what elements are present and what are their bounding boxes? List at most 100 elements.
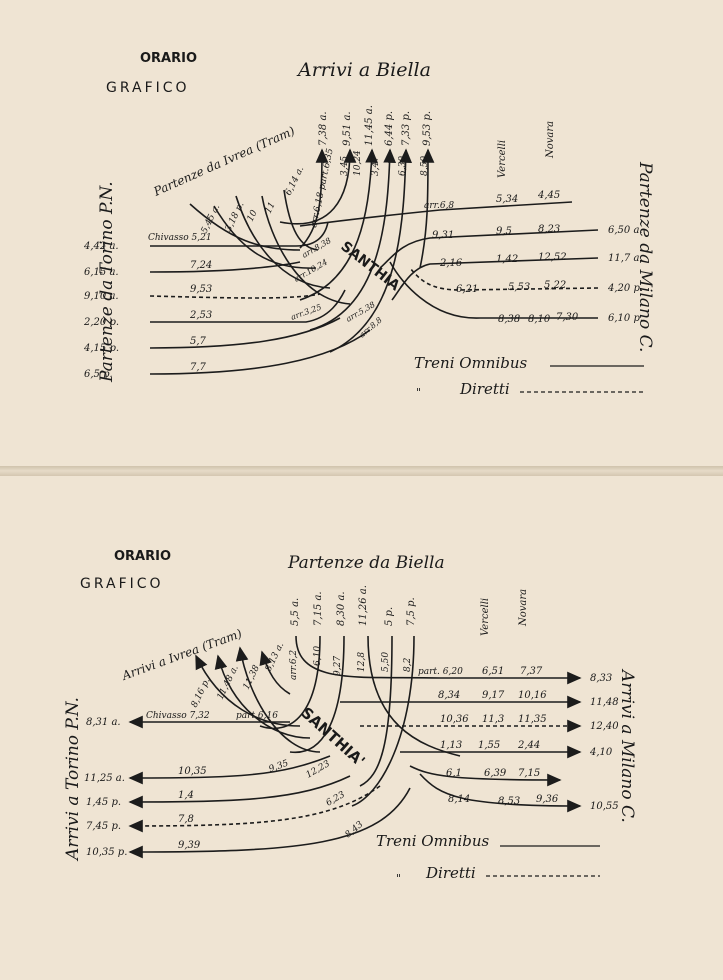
svg-text:8,33: 8,33 — [590, 673, 612, 684]
svg-text:5,7: 5,7 — [190, 336, 207, 347]
svg-text:arr.6,18 part.6,35: arr.6,18 part.6,35 — [309, 147, 336, 228]
svg-text:4,10: 4,10 — [589, 747, 613, 758]
biella-arrival-lines — [279, 148, 435, 353]
svg-text:10,55: 10,55 — [590, 801, 619, 812]
svg-text:7,37: 7,37 — [520, 666, 543, 677]
svg-text:4,45: 4,45 — [537, 190, 560, 201]
svg-text:8,34: 8,34 — [438, 690, 460, 701]
svg-text:11,25 a.: 11,25 a. — [84, 773, 125, 784]
svg-text:6,23: 6,23 — [325, 790, 348, 809]
label-vercelli: Vercelli — [480, 598, 491, 636]
svg-text:12,23: 12,23 — [305, 759, 333, 781]
svg-text:2,53: 2,53 — [189, 310, 212, 321]
station-santhia: SANTHIA' — [297, 704, 368, 771]
svg-text:6,1: 6,1 — [446, 768, 462, 779]
svg-text:8,23: 8,23 — [538, 224, 560, 235]
svg-text:8,43: 8,43 — [344, 820, 366, 841]
svg-text:9,53: 9,53 — [190, 284, 212, 295]
heading-partenze-ivrea: Partenze da Ivrea (Tram) — [151, 124, 298, 200]
svg-text:9,27: 9,27 — [333, 656, 343, 676]
ivrea-tram-lines — [189, 189, 351, 305]
svg-text:1,55: 1,55 — [478, 740, 500, 751]
label-novara: Novara — [518, 589, 529, 627]
svg-text:9,17: 9,17 — [482, 690, 505, 701]
svg-text:10,35: 10,35 — [178, 766, 207, 777]
svg-text:1,45 p.: 1,45 p. — [86, 797, 121, 808]
svg-text:10,24: 10,24 — [353, 150, 363, 176]
svg-text:2,16: 2,16 — [439, 258, 463, 269]
biella-arrival-times: 7,38 a. 9,51 a. 11,45 a. 6,44 p. 7,33 p.… — [309, 105, 433, 229]
svg-text:arr.6,8: arr.6,8 — [424, 201, 454, 211]
svg-text:8,2: 8,2 — [403, 657, 413, 672]
title-orario: ORARIO — [140, 51, 197, 66]
biella-departure-times: 5,5 a. 7,15 a. 8,30 a. 11,26 a. 5 p. 7,5… — [289, 585, 417, 680]
svg-text:10,35 p.: 10,35 p. — [86, 847, 127, 858]
svg-text:part.6,16: part.6,16 — [236, 711, 278, 721]
milano-arrival-lines — [340, 671, 582, 813]
svg-text:1,4: 1,4 — [178, 790, 194, 801]
svg-text:8,38: 8,38 — [498, 314, 520, 325]
svg-text:8,53: 8,53 — [498, 796, 520, 807]
svg-text:3,45: 3,45 — [340, 156, 350, 176]
svg-text:9,51 a.: 9,51 a. — [342, 111, 353, 146]
svg-text:11,7 a.: 11,7 a. — [608, 253, 643, 264]
top-timetable-diagram: ORARIO GRAFICO Arrivi a Biella Partenze … — [83, 51, 655, 399]
svg-text:6,51: 6,51 — [482, 666, 504, 677]
svg-text:Diretti: Diretti — [459, 380, 510, 398]
svg-text:9,53 p.: 9,53 p. — [422, 111, 433, 146]
svg-text:6,14 a.: 6,14 a. — [284, 165, 307, 197]
svg-text:arr.6,2: arr.6,2 — [289, 650, 299, 680]
svg-text:3,47: 3,47 — [371, 156, 381, 176]
svg-text:5,45 a.: 5,45 a. — [200, 203, 223, 235]
svg-text:8,50: 8,50 — [420, 156, 430, 176]
title-grafico: GRAFICO — [80, 576, 164, 592]
heading-partenze-milano: Partenze da Milano C. — [635, 161, 655, 352]
svg-text:9,39: 9,39 — [178, 840, 201, 851]
bottom-timetable-page: ORARIO GRAFICO Partenze da Biella Arrivi… — [0, 476, 723, 980]
svg-text:7,33 p.: 7,33 p. — [401, 111, 412, 146]
page-fold — [0, 466, 723, 478]
svg-text:Diretti: Diretti — [425, 864, 476, 882]
svg-text:10: 10 — [246, 208, 260, 223]
svg-text:Chivasso 5,21: Chivasso 5,21 — [148, 233, 212, 243]
svg-text:6,10 p.: 6,10 p. — [608, 313, 643, 324]
svg-text:Treni Omnibus: Treni Omnibus — [376, 832, 490, 850]
svg-text:1,42: 1,42 — [496, 254, 518, 265]
svg-text:6,30: 6,30 — [398, 156, 408, 176]
svg-text:5,53: 5,53 — [508, 282, 530, 293]
svg-text:7,5 p.: 7,5 p. — [406, 597, 417, 626]
title-orario: ORARIO — [114, 549, 171, 564]
title-grafico: GRAFICO — [106, 80, 190, 96]
svg-text:5 p.: 5 p. — [384, 607, 395, 626]
svg-text:7,7: 7,7 — [190, 362, 207, 373]
svg-text:9,10 a.: 9,10 a. — [84, 291, 119, 302]
svg-text:5,50: 5,50 — [381, 652, 391, 672]
bottom-timetable-diagram: ORARIO GRAFICO Partenze da Biella Arrivi… — [63, 549, 637, 885]
svg-text:5,34: 5,34 — [496, 194, 518, 205]
svg-text:6,39: 6,39 — [484, 768, 507, 779]
svg-text:10,36: 10,36 — [440, 714, 469, 725]
svg-text:7,15 a.: 7,15 a. — [313, 591, 324, 626]
svg-text:9,5: 9,5 — [496, 226, 512, 237]
svg-text:8,31 a.: 8,31 a. — [86, 717, 121, 728]
svg-text:12,40: 12,40 — [590, 721, 619, 732]
heading-arrivi-torino: Arrivi a Torino P.N. — [63, 697, 83, 862]
svg-text:7,24: 7,24 — [190, 260, 212, 271]
svg-text:7,45 p.: 7,45 p. — [86, 821, 121, 832]
svg-text:": " — [416, 386, 421, 399]
svg-text:4,20 p.: 4,20 p. — [607, 283, 643, 294]
svg-text:10,16: 10,16 — [518, 690, 547, 701]
svg-text:8,13 a.: 8,13 a. — [264, 641, 287, 673]
heading-arrivi-milano: Arrivi a Milano C. — [617, 668, 637, 823]
svg-text:6,50 a.: 6,50 a. — [608, 225, 643, 236]
svg-text:8,16 p.: 8,16 p. — [190, 676, 213, 709]
svg-text:2,20 p.: 2,20 p. — [83, 317, 119, 328]
svg-text:12,8: 12,8 — [357, 652, 367, 672]
torino-departure-lines — [149, 221, 371, 375]
heading-arrivi-ivrea: Arrivi a Ivrea (Tram) — [119, 626, 244, 683]
svg-text:6,21: 6,21 — [456, 284, 478, 295]
svg-text:11,48: 11,48 — [590, 697, 619, 708]
milano-intermediate-times: arr.6,8 5,34 4,45 9,31 9,5 8,23 2,16 1,4… — [424, 190, 579, 325]
milano-departure-lines — [299, 201, 599, 319]
svg-text:5,5 a.: 5,5 a. — [290, 598, 301, 626]
